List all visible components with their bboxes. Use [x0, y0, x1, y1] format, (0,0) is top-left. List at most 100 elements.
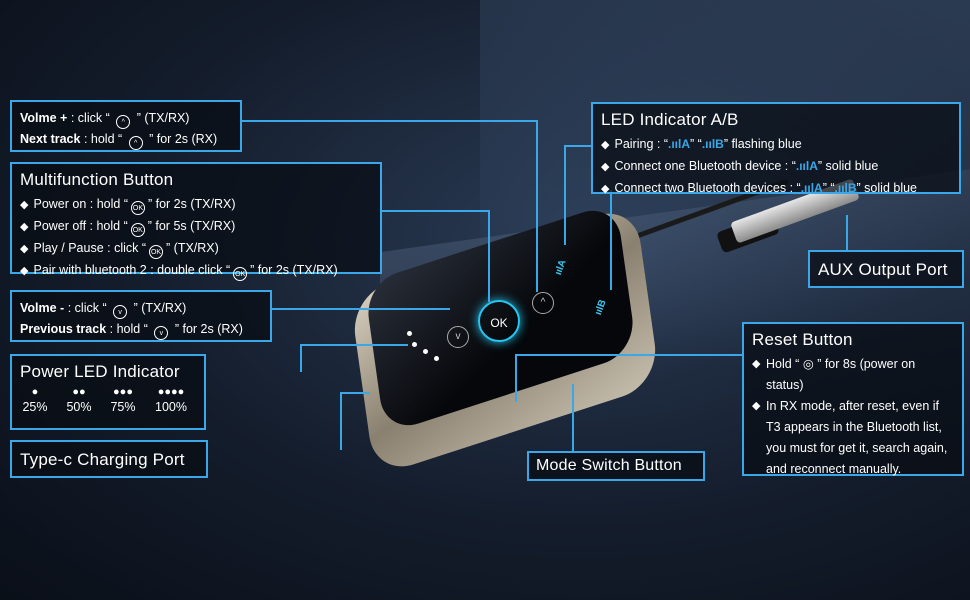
- item-text: ” for 2s (TX/RX): [147, 197, 236, 211]
- power-led-callout: Power LED Indicator ● ●● ●●● ●●●● 25% 50…: [10, 354, 206, 430]
- item-text: Pair with bluetooth 2 : double click “: [33, 263, 231, 277]
- signal-b-icon: .ıılB: [834, 181, 857, 195]
- connector-line: [340, 392, 342, 450]
- volume-up-text: : click “: [70, 111, 110, 125]
- mode-switch-title: Mode Switch Button: [536, 457, 682, 474]
- connector-line: [340, 392, 370, 394]
- device-volume-down-button: v: [447, 326, 469, 348]
- previous-track-suffix: ” for 2s (RX): [174, 322, 243, 336]
- connector-line: [380, 210, 490, 212]
- diamond-bullet-icon: ◆: [20, 221, 29, 233]
- diamond-bullet-icon: ◆: [601, 183, 610, 195]
- item-text: Power on : hold “: [33, 197, 128, 211]
- reset-item-text: In RX mode, after reset, even if T3 appe…: [766, 399, 948, 476]
- ok-icon: OK: [233, 267, 248, 281]
- power-led-label: 25%: [22, 400, 48, 414]
- signal-b-icon: .ıılB: [701, 137, 724, 151]
- item-text: Connect one Bluetooth device : “: [614, 159, 796, 173]
- led-indicator-item: ◆ Pairing : “.ıılA” “.ıılB” flashing blu…: [601, 134, 951, 156]
- item-text: ” for 5s (TX/RX): [147, 219, 236, 233]
- power-led-label: 75%: [110, 400, 136, 414]
- item-text: ” flashing blue: [723, 137, 802, 151]
- multifunction-item: ◆ Power off : hold “OK” for 5s (TX/RX): [20, 216, 372, 238]
- connector-line: [515, 354, 743, 356]
- previous-track-line: Previous track : hold “ v ” for 2s (RX): [20, 319, 262, 340]
- power-led-labels-row: 25% 50% 75% 100%: [20, 400, 196, 414]
- item-text: Power off : hold “: [33, 219, 128, 233]
- item-text: Connect two Bluetooth devices : “: [614, 181, 801, 195]
- ok-icon: OK: [149, 245, 164, 259]
- volume-down-callout: Volme - : click “ v ” (TX/RX) Previous t…: [10, 290, 272, 342]
- reset-callout: Reset Button ◆ Hold “ ◎ ” for 8s (power …: [742, 322, 964, 476]
- next-track-suffix: ” for 2s (RX): [149, 132, 218, 146]
- volume-down-text: : click “: [67, 301, 107, 315]
- chevron-down-icon: v: [113, 305, 128, 319]
- led-indicator-item: ◆ Connect one Bluetooth device : “.ıılA”…: [601, 156, 951, 178]
- device-power-led-3: [423, 349, 428, 354]
- connector-line: [515, 354, 517, 402]
- volume-up-line: Volme + : click “ ^ ” (TX/RX): [20, 108, 232, 129]
- item-text: ” (TX/RX): [166, 241, 219, 255]
- connector-line: [846, 215, 848, 250]
- item-text: ” “: [690, 137, 702, 151]
- ok-icon: OK: [130, 201, 145, 215]
- device-volume-up-button: ^: [532, 292, 554, 314]
- power-led-dots: ●●: [72, 386, 86, 398]
- volume-down-suffix: ” (TX/RX): [133, 301, 187, 315]
- power-led-dots-row: ● ●● ●●● ●●●●: [20, 386, 196, 398]
- reset-item: ◆ Hold “ ◎ ” for 8s (power on status): [752, 354, 954, 396]
- volume-up-suffix: ” (TX/RX): [136, 111, 190, 125]
- diamond-bullet-icon: ◆: [752, 358, 761, 370]
- mode-switch-callout: Mode Switch Button: [527, 451, 705, 481]
- signal-a-icon: .ıılA: [667, 137, 690, 151]
- power-led-label: 100%: [155, 400, 187, 414]
- aux-callout: AUX Output Port: [808, 250, 964, 288]
- diamond-bullet-icon: ◆: [20, 199, 29, 211]
- multifunction-callout: Multifunction Button ◆ Power on : hold “…: [10, 162, 382, 281]
- led-indicator-callout: LED Indicator A/B ◆ Pairing : “.ıılA” “.…: [591, 102, 961, 195]
- volume-down-line: Volme - : click “ v ” (TX/RX): [20, 298, 262, 319]
- typec-title: Type-c Charging Port: [20, 450, 185, 469]
- volume-up-callout: Volme + : click “ ^ ” (TX/RX) Next track…: [10, 100, 242, 152]
- reset-item: ◆ In RX mode, after reset, even if T3 ap…: [752, 396, 954, 480]
- led-indicator-title: LED Indicator A/B: [601, 110, 739, 129]
- multifunction-item: ◆ Power on : hold “OK” for 2s (TX/RX): [20, 194, 372, 216]
- next-track-label: Next track: [20, 132, 81, 146]
- multifunction-title: Multifunction Button: [20, 170, 174, 189]
- device-ok-button: OK: [478, 300, 520, 342]
- connector-line: [564, 145, 592, 147]
- aux-title: AUX Output Port: [818, 260, 948, 279]
- diamond-bullet-icon: ◆: [20, 265, 29, 277]
- diamond-bullet-icon: ◆: [20, 243, 29, 255]
- connector-line: [564, 145, 566, 245]
- item-text: Pairing : “: [614, 137, 668, 151]
- volume-up-label: Volme +: [20, 111, 68, 125]
- power-led-title: Power LED Indicator: [20, 362, 180, 381]
- diamond-bullet-icon: ◆: [601, 139, 610, 151]
- multifunction-item: ◆ Play / Pause : click “OK” (TX/RX): [20, 238, 372, 260]
- power-led-dots: ●●●●: [157, 386, 185, 398]
- connector-line: [300, 344, 302, 372]
- power-led-dots: ●: [31, 386, 39, 398]
- previous-track-label: Previous track: [20, 322, 107, 336]
- device-power-led-2: [412, 342, 417, 347]
- chevron-up-icon: ^: [128, 136, 143, 150]
- signal-a-icon: .ıılA: [795, 159, 818, 173]
- reset-title: Reset Button: [752, 330, 853, 349]
- next-track-text: : hold “: [83, 132, 123, 146]
- led-indicator-item: ◆ Connect two Bluetooth devices : “.ıılA…: [601, 178, 951, 200]
- next-track-line: Next track : hold “ ^ ” for 2s (RX): [20, 129, 232, 150]
- connector-line: [300, 344, 408, 346]
- diamond-bullet-icon: ◆: [601, 161, 610, 173]
- power-led-label: 50%: [66, 400, 92, 414]
- chevron-up-icon: ^: [116, 115, 131, 129]
- connector-line: [240, 120, 538, 122]
- volume-down-label: Volme -: [20, 301, 65, 315]
- reset-item-text: Hold “ ◎ ” for 8s (power on status): [766, 357, 916, 392]
- item-text: ” for 2s (TX/RX): [250, 263, 338, 277]
- connector-line: [270, 308, 450, 310]
- item-text: Play / Pause : click “: [33, 241, 147, 255]
- previous-track-text: : hold “: [109, 322, 148, 336]
- multifunction-item: ◆ Pair with bluetooth 2 : double click “…: [20, 260, 372, 282]
- connector-line: [488, 210, 490, 302]
